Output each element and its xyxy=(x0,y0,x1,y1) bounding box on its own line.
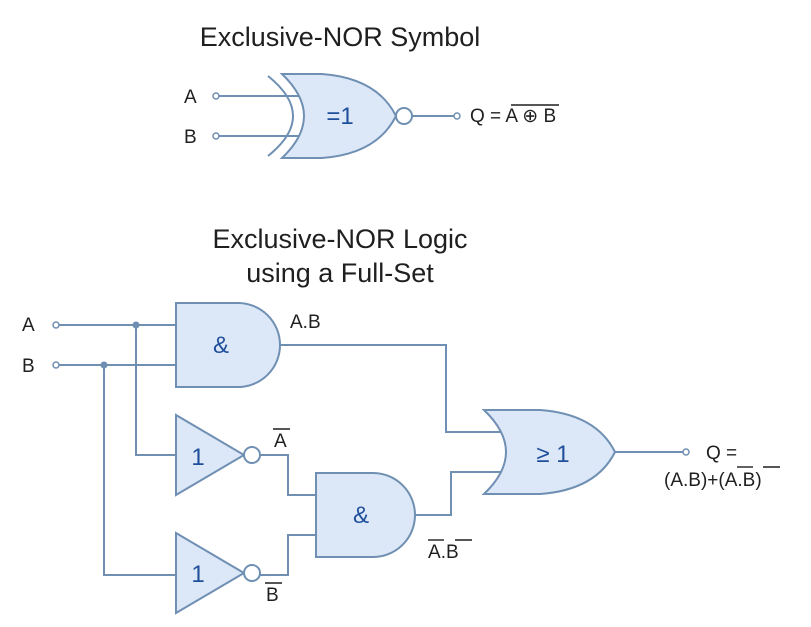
and2-output-label: A.B xyxy=(428,542,459,563)
and-gate-top: & xyxy=(175,302,281,388)
xnor-symbol: A B =1 Q = A ⊕ B xyxy=(184,73,559,159)
wire-not-b-to-and xyxy=(260,534,316,576)
xnor-gate-body xyxy=(279,73,398,159)
wire-not-a-to-and xyxy=(260,454,316,496)
symbol-label-a: A xyxy=(184,87,197,108)
symbol-title: Exclusive-NOR Symbol xyxy=(200,22,481,52)
not-gate-b: 1 xyxy=(175,531,261,615)
not-gate-b-bubble xyxy=(243,564,261,582)
logic-label-b: B xyxy=(22,356,35,377)
junction-b xyxy=(100,361,108,369)
logic-wires xyxy=(56,324,683,576)
and-gate-top-body xyxy=(175,302,281,388)
logic-terminal-b xyxy=(52,361,60,369)
and-output-label: A.B xyxy=(290,312,321,333)
wire-a-to-not xyxy=(135,325,176,456)
and-gate-bottom-label: & xyxy=(353,502,369,529)
symbol-label-b: B xyxy=(184,127,197,148)
logic-title-line2: using a Full-Set xyxy=(246,258,434,288)
logic-title-line1: Exclusive-NOR Logic xyxy=(212,224,467,254)
wire-b-to-not xyxy=(103,365,176,576)
wire-and-to-or xyxy=(275,344,508,433)
not-b-output-label: B xyxy=(266,585,279,606)
not-gate-a: 1 xyxy=(175,413,261,497)
not-gate-b-label: 1 xyxy=(191,561,204,588)
logic-output-terminal xyxy=(682,448,690,456)
and-gate-bottom-body xyxy=(315,472,416,558)
symbol-output-terminal xyxy=(453,112,461,120)
not-gate-b-body xyxy=(175,531,246,615)
not-gate-a-body xyxy=(175,413,246,497)
symbol-output-expr: A ⊕ B xyxy=(505,106,556,127)
or-gate-label: ≥ 1 xyxy=(536,441,569,468)
wire-and2-to-or xyxy=(415,471,508,516)
not-a-output-label: A xyxy=(274,431,287,452)
logic-label-a: A xyxy=(22,315,35,336)
symbol-terminal-b xyxy=(212,132,220,140)
junction-a xyxy=(132,321,140,329)
xnor-extra-arc xyxy=(267,75,294,157)
logic-terminal-a xyxy=(52,321,60,329)
symbol-terminal-a xyxy=(212,92,220,100)
xnor-inversion-bubble xyxy=(395,107,413,125)
or-gate-body xyxy=(481,409,617,495)
symbol-output-label: Q = A ⊕ B xyxy=(470,106,556,127)
not-gate-a-bubble xyxy=(243,446,261,464)
and-gate-bottom: & xyxy=(315,472,416,558)
and-gate-top-label: & xyxy=(213,332,229,359)
output-label-line2: (A.B)+(A.B) xyxy=(664,470,762,491)
or-gate: ≥ 1 xyxy=(481,409,617,495)
output-label-line1: Q = xyxy=(706,443,737,464)
xnor-gate-label: =1 xyxy=(326,103,353,130)
not-gate-a-label: 1 xyxy=(191,444,204,471)
